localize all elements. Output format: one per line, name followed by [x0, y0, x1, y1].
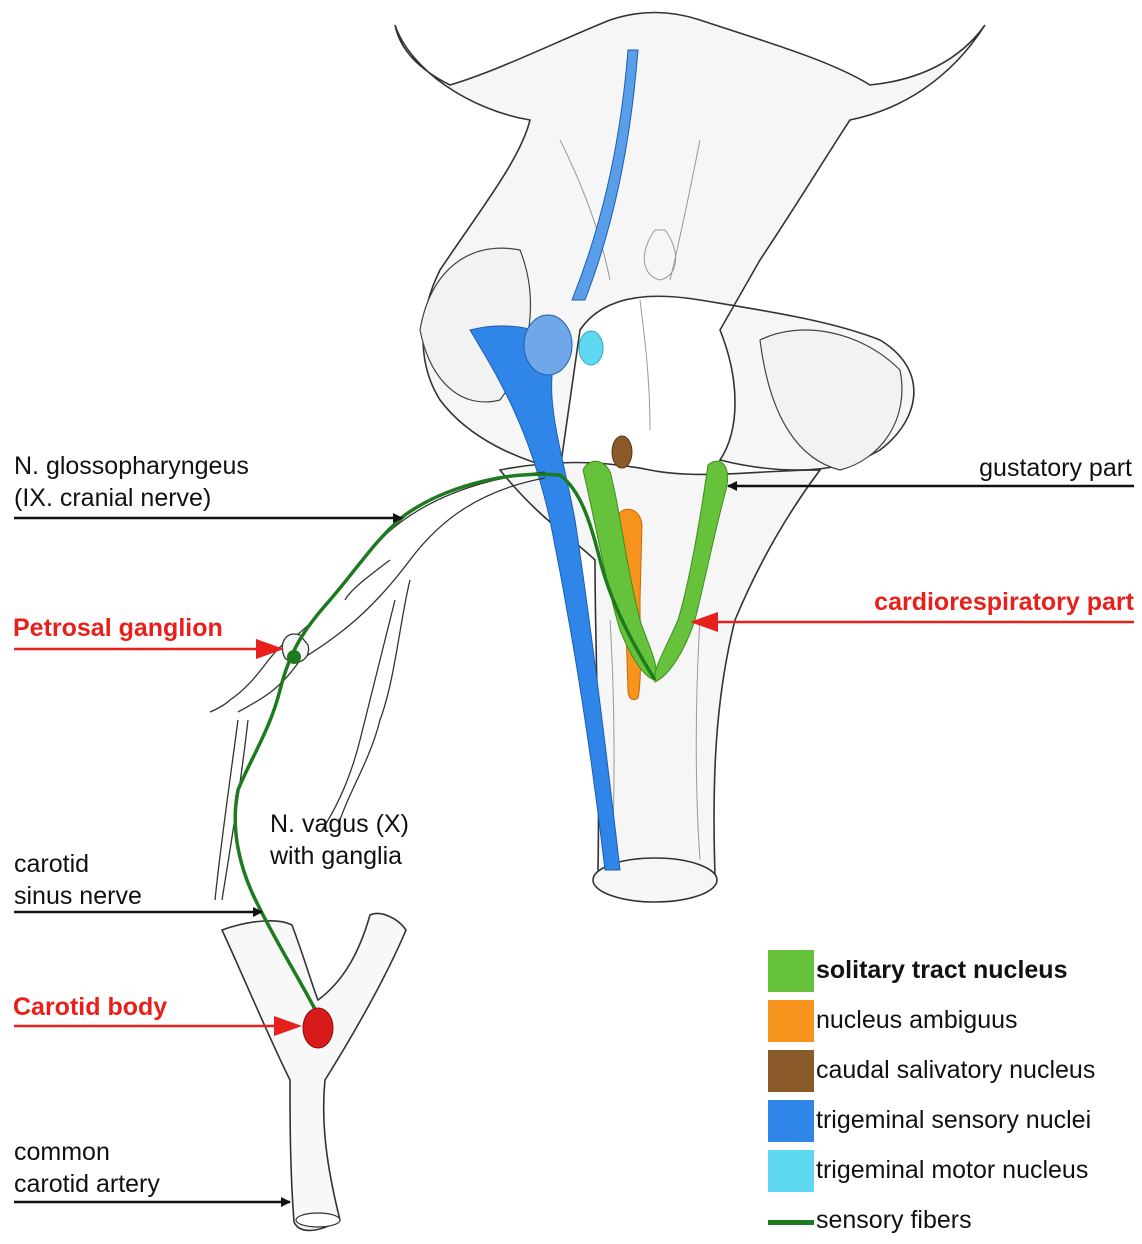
legend-swatch: [768, 1000, 814, 1042]
legend-swatch: [768, 950, 814, 992]
common-carotid-label-1: common: [14, 1136, 110, 1169]
legend-swatch: [768, 1050, 814, 1092]
legend-line: [768, 1220, 814, 1225]
common-carotid-label-2: carotid artery: [14, 1168, 160, 1201]
arrowhead-petrosal: [256, 639, 284, 659]
legend-label: sensory fibers: [816, 1204, 972, 1237]
artery-opening: [296, 1213, 340, 1227]
petrosal-ganglion-label: Petrosal ganglion: [13, 612, 223, 645]
glossopharyngeus-label-2: (IX. cranial nerve): [14, 482, 211, 515]
vagus-label-2: with ganglia: [270, 840, 402, 873]
brainstem: [395, 13, 985, 903]
legend-label: trigeminal sensory nuclei: [816, 1104, 1091, 1137]
legend-label: trigeminal motor nucleus: [816, 1154, 1088, 1187]
carotid-body: [303, 1008, 333, 1048]
cardiorespiratory-part-label: cardiorespiratory part: [874, 586, 1134, 619]
petrosal-ganglion-cell: [287, 650, 301, 664]
carotid-sinus-label-1: carotid: [14, 848, 89, 881]
glossopharyngeus-label-1: N. glossopharyngeus: [14, 450, 249, 483]
legend-label: nucleus ambiguus: [816, 1004, 1018, 1037]
trigeminal-motor-nucleus: [579, 331, 603, 365]
carotid-body-label: Carotid body: [13, 991, 167, 1024]
legend-label: caudal salivatory nucleus: [816, 1054, 1095, 1087]
gustatory-part-label: gustatory part: [979, 452, 1132, 485]
carotid-artery: [222, 913, 406, 1230]
vagus-label-1: N. vagus (X): [270, 808, 409, 841]
legend-swatch: [768, 1100, 814, 1142]
legend-label: solitary tract nucleus: [816, 954, 1067, 987]
carotid-sinus-label-2: sinus nerve: [14, 880, 142, 913]
legend-swatch: [768, 1150, 814, 1192]
caudal-salivatory-nucleus: [612, 436, 632, 468]
